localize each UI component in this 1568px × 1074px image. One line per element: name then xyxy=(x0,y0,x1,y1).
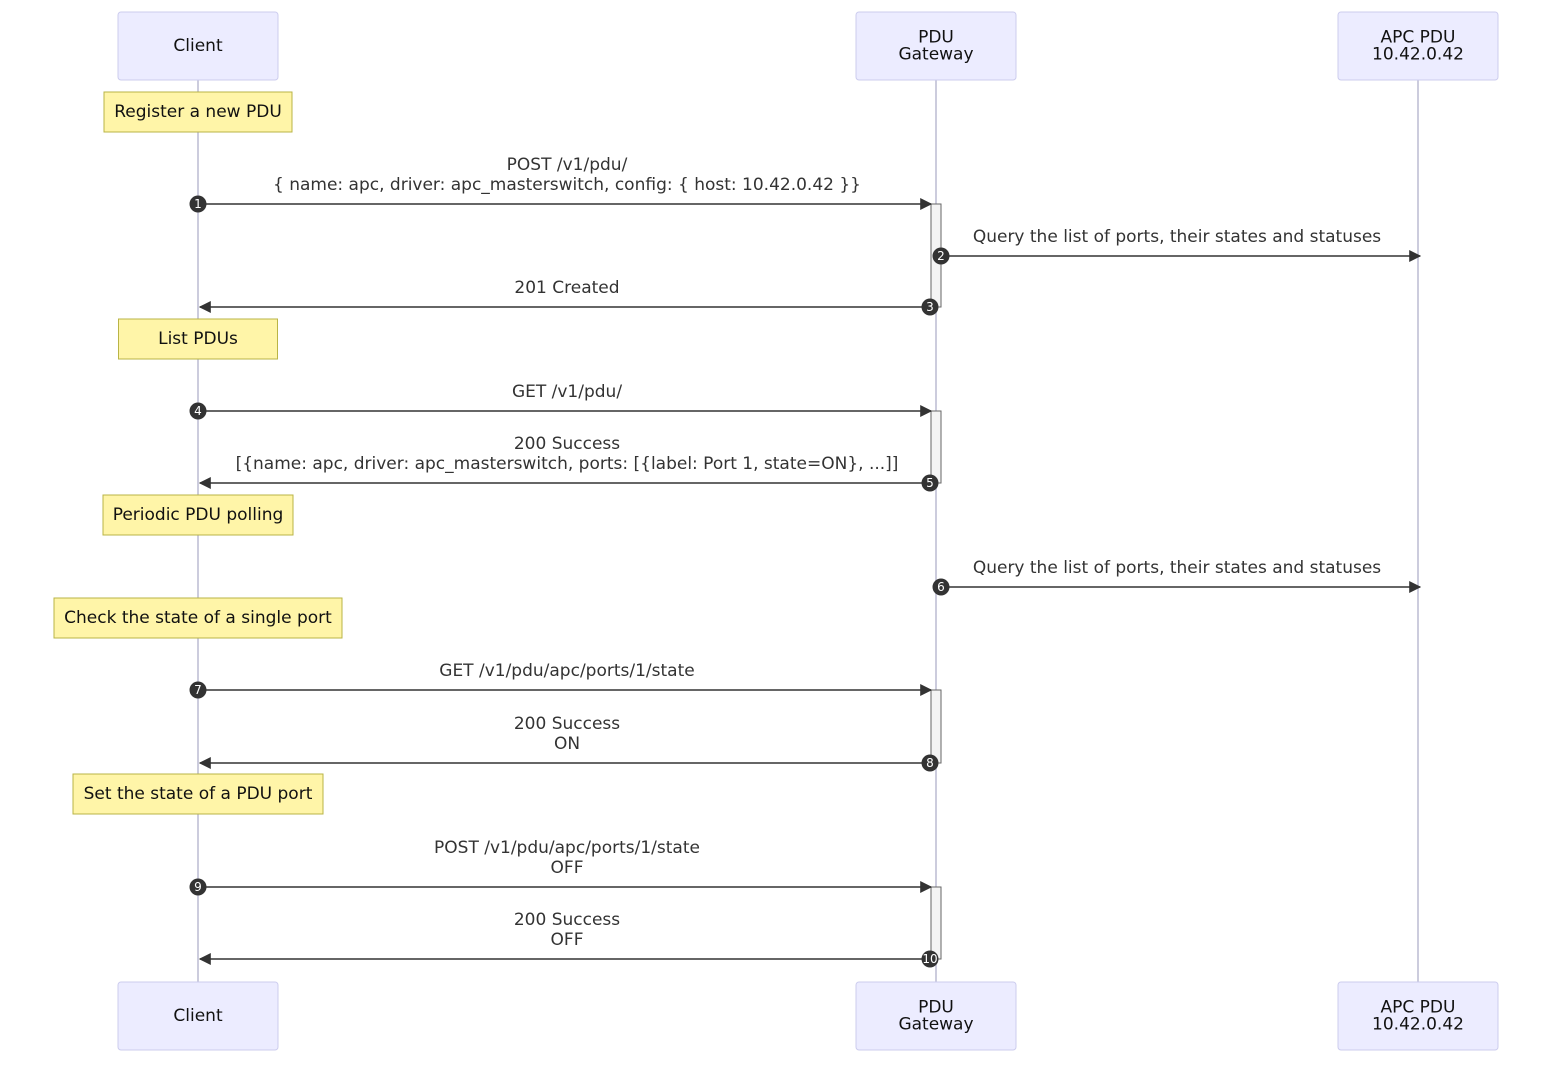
sequence-number: 7 xyxy=(194,683,202,697)
sequence-number: 1 xyxy=(194,197,202,211)
actor-box xyxy=(117,11,279,81)
actor-client-bottom: Client xyxy=(117,981,279,1051)
note: Check the state of a single port xyxy=(53,597,343,639)
sequence-number-badge xyxy=(921,754,939,772)
actor-box xyxy=(855,981,1017,1051)
message-label: 200 Success xyxy=(514,910,620,930)
sequence-number: 9 xyxy=(194,880,202,894)
message-1: POST /v1/pdu/{ name: apc, driver: apc_ma… xyxy=(189,155,933,213)
message-label: 200 Success xyxy=(514,714,620,734)
message-label: OFF xyxy=(551,930,584,950)
sequence-number: 4 xyxy=(194,404,202,418)
message-4: GET /v1/pdu/4 xyxy=(189,382,933,420)
note-box xyxy=(103,91,293,133)
actor-label: PDU xyxy=(918,998,954,1018)
message-3: 201 Created 3 xyxy=(198,278,939,316)
sequence-number-badge xyxy=(921,474,939,492)
note-text: Register a new PDU xyxy=(114,102,282,122)
message-label: GET /v1/pdu/ xyxy=(512,382,622,402)
actor-label: Client xyxy=(173,36,223,56)
message-label: 201 Created xyxy=(514,278,619,298)
message-label: [{name: apc, driver: apc_masterswitch, p… xyxy=(236,454,899,474)
message-label: GET /v1/pdu/apc/ports/1/state xyxy=(439,661,694,681)
actor-label: Gateway xyxy=(898,1015,973,1035)
note-box xyxy=(118,318,278,360)
note-box xyxy=(72,773,324,815)
sequence-number-badge xyxy=(921,950,939,968)
activation-bar xyxy=(930,886,942,960)
actor-box xyxy=(1337,11,1499,81)
sequence-number-badge xyxy=(921,298,939,316)
message-label: Query the list of ports, their states an… xyxy=(973,227,1381,247)
message-label: Query the list of ports, their states an… xyxy=(973,558,1381,578)
note: List PDUs xyxy=(118,318,278,360)
activation-bar xyxy=(930,410,942,484)
note-text: Check the state of a single port xyxy=(64,608,332,628)
sequence-number-badge xyxy=(189,402,207,420)
note-text: Periodic PDU polling xyxy=(113,505,284,525)
activation-bar xyxy=(930,689,942,764)
sequence-number-badge xyxy=(932,247,950,265)
actor-box xyxy=(1337,981,1499,1051)
actor-label: APC PDU xyxy=(1381,28,1456,48)
sequence-number-badge xyxy=(189,681,207,699)
message-7: GET /v1/pdu/apc/ports/1/state 7 xyxy=(189,661,933,699)
actor-label: Client xyxy=(173,1006,223,1026)
message-6: Query the list of ports, their states an… xyxy=(932,558,1422,596)
message-5: 200 Success[{name: apc, driver: apc_mast… xyxy=(198,434,939,492)
note-box xyxy=(53,597,343,639)
message-2: Query the list of ports, their states an… xyxy=(932,227,1422,265)
message-label: OFF xyxy=(551,858,584,878)
note: Periodic PDU polling xyxy=(102,494,294,536)
message-label: { name: apc, driver: apc_masterswitch, c… xyxy=(273,175,861,195)
sequence-number-badge xyxy=(932,578,950,596)
sequence-number-badge xyxy=(189,195,207,213)
note-box xyxy=(102,494,294,536)
actor-label: PDU xyxy=(918,28,954,48)
actor-label: 10.42.0.42 xyxy=(1372,45,1464,65)
sequence-number: 5 xyxy=(926,476,934,490)
message-label: ON xyxy=(554,734,580,754)
actor-box xyxy=(117,981,279,1051)
note-text: List PDUs xyxy=(158,329,238,349)
actor-client-top: Client xyxy=(117,11,279,81)
message-label: 200 Success xyxy=(514,434,620,454)
note-text: Set the state of a PDU port xyxy=(84,784,313,804)
sequence-number: 6 xyxy=(937,580,945,594)
actor-label: 10.42.0.42 xyxy=(1372,1015,1464,1035)
note: Set the state of a PDU port xyxy=(72,773,324,815)
actor-label: Gateway xyxy=(898,45,973,65)
message-label: POST /v1/pdu/apc/ports/1/state xyxy=(434,838,700,858)
note: Register a new PDU xyxy=(103,91,293,133)
message-label: POST /v1/pdu/ xyxy=(507,155,628,175)
sequence-number: 2 xyxy=(937,249,945,263)
sequence-number: 8 xyxy=(926,756,934,770)
actor-label: APC PDU xyxy=(1381,998,1456,1018)
sequence-number-badge xyxy=(189,878,207,896)
sequence-number: 10 xyxy=(922,952,937,966)
actor-box xyxy=(855,11,1017,81)
sequence-number: 3 xyxy=(926,300,934,314)
